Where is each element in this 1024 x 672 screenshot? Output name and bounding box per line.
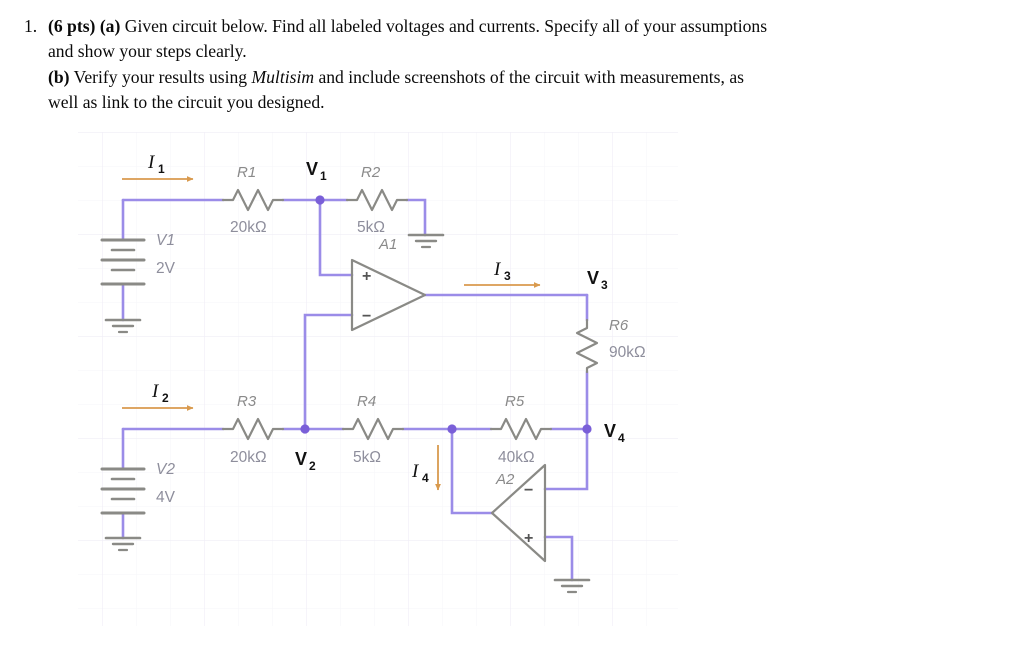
node-label-v3: V 3 xyxy=(587,268,608,292)
resistor-r4-symbol xyxy=(341,417,405,441)
resistor-label-r3: R3 xyxy=(237,393,257,410)
wire-a2-plus-to-ground xyxy=(543,535,574,582)
question-part-b-pre: Verify your results using xyxy=(73,66,252,87)
question-part-b-text-2: well as link to the circuit you designed… xyxy=(48,91,325,112)
node-label-v2-base: V xyxy=(295,449,307,469)
current-label-i2-sub: 2 xyxy=(162,391,169,405)
resistor-value-r4: 5kΩ xyxy=(353,449,381,466)
question-line-3: (b) Verify your results using Multisim a… xyxy=(24,65,1008,90)
question-part-a-tag: (a) xyxy=(99,16,121,36)
question-line-1: 1. (6 pts) (a) Given circuit below. Find … xyxy=(24,14,1008,39)
resistor-r2-symbol xyxy=(345,188,409,212)
node-label-v1-base: V xyxy=(306,159,318,179)
source-v1 xyxy=(100,238,146,286)
source-label-v1: V1 xyxy=(156,232,175,249)
node-label-v4-base: V xyxy=(604,421,616,441)
opamp-a2-body xyxy=(490,463,547,563)
current-label-i2: I 2 xyxy=(151,381,169,405)
node-dots xyxy=(300,195,592,434)
opamp-a2-plus-sign: + xyxy=(524,530,533,547)
current-label-i1: I 1 xyxy=(147,152,165,176)
current-label-i4: I 4 xyxy=(411,461,429,485)
wire-node-i4-to-a2-out xyxy=(450,427,494,515)
node-dot-i4 xyxy=(447,424,457,434)
resistor-label-r5: R5 xyxy=(505,393,525,410)
node-label-v2: V 2 xyxy=(295,449,316,473)
question-part-b-post: and include screenshots of the circuit w… xyxy=(314,66,744,87)
resistor-value-r3: 20kΩ xyxy=(230,449,267,466)
circuit-diagram: + − − + R1 R2 R3 R4 R5 R6 20kΩ 5kΩ 20kΩ … xyxy=(0,132,1024,672)
resistor-r1-symbol xyxy=(221,188,285,212)
ground-v2 xyxy=(104,536,142,552)
node-label-v4: V 4 xyxy=(604,421,625,445)
source-v2 xyxy=(100,467,146,515)
resistor-label-r2: R2 xyxy=(361,164,381,181)
background-grid xyxy=(78,132,678,626)
resistor-r6-symbol xyxy=(575,318,599,374)
question-part-a-text-1: Given circuit below. Find all labeled vo… xyxy=(124,16,768,36)
opamp-label-a1: A1 xyxy=(378,236,397,253)
opamp-a1-minus-sign: − xyxy=(362,308,371,325)
resistor-value-r5: 40kΩ xyxy=(498,449,535,466)
node-label-v3-sub: 3 xyxy=(601,278,608,292)
opamp-a2: − + xyxy=(490,463,547,563)
node-label-v1-sub: 1 xyxy=(320,169,327,183)
source-value-v1: 2V xyxy=(156,260,176,277)
node-dot-v2 xyxy=(300,424,310,434)
question-part-b-emphasis: Multisim xyxy=(251,66,315,87)
current-label-i1-base: I xyxy=(147,152,156,173)
current-label-i2-base: I xyxy=(151,381,160,402)
wire-r2-to-ground xyxy=(405,198,427,237)
ground-a2 xyxy=(553,578,591,594)
node-dot-v4 xyxy=(582,424,592,434)
question-part-a-text-2: and show your steps clearly. xyxy=(48,41,247,62)
resistor-value-r6: 90kΩ xyxy=(609,344,646,361)
source-value-v2: 4V xyxy=(156,489,176,506)
opamp-a2-minus-sign: − xyxy=(524,482,533,499)
wire-node-v4-to-a2-minus xyxy=(543,427,589,491)
node-dot-v1 xyxy=(315,195,325,205)
node-label-v2-sub: 2 xyxy=(309,459,316,473)
node-label-v1: V 1 xyxy=(306,159,327,183)
wire-node-v1-to-a1-plus xyxy=(318,198,354,277)
node-label-v4-sub: 4 xyxy=(618,431,625,445)
current-label-i3-base: I xyxy=(493,259,502,280)
opamp-a1: + − xyxy=(350,258,427,332)
current-arrows xyxy=(122,176,541,491)
resistor-label-r6: R6 xyxy=(609,317,629,334)
resistor-r3-symbol xyxy=(221,417,285,441)
question-line-4: well as link to the circuit you designed… xyxy=(24,90,1008,115)
opamp-a1-body xyxy=(350,258,427,332)
opamp-label-a2: A2 xyxy=(495,471,515,488)
resistors xyxy=(221,188,599,441)
resistor-label-r1: R1 xyxy=(237,164,256,181)
resistor-value-r2: 5kΩ xyxy=(357,219,385,236)
resistor-r5-symbol xyxy=(489,417,553,441)
question-points: (6 pts) xyxy=(48,16,96,36)
node-label-v3-base: V xyxy=(587,268,599,288)
question-text-block: 1. (6 pts) (a) Given circuit below. Find … xyxy=(24,14,1008,115)
question-line-2: and show your steps clearly. xyxy=(24,39,1008,64)
current-label-i4-sub: 4 xyxy=(422,471,429,485)
ground-v1 xyxy=(104,318,142,334)
wire-node-v2-to-a1-minus xyxy=(303,313,354,431)
resistor-label-r4: R4 xyxy=(357,393,376,410)
ground-r2 xyxy=(407,233,445,249)
question-part-b-tag: (b) xyxy=(48,66,70,87)
wires xyxy=(121,198,589,582)
current-label-i3-sub: 3 xyxy=(504,269,511,283)
current-label-i3: I 3 xyxy=(493,259,511,283)
source-label-v2: V2 xyxy=(156,461,175,478)
question-number: 1. xyxy=(24,16,38,36)
resistor-value-r1: 20kΩ xyxy=(230,219,267,236)
opamp-a1-plus-sign: + xyxy=(362,268,371,285)
current-label-i1-sub: 1 xyxy=(158,162,165,176)
current-label-i4-base: I xyxy=(411,461,420,482)
